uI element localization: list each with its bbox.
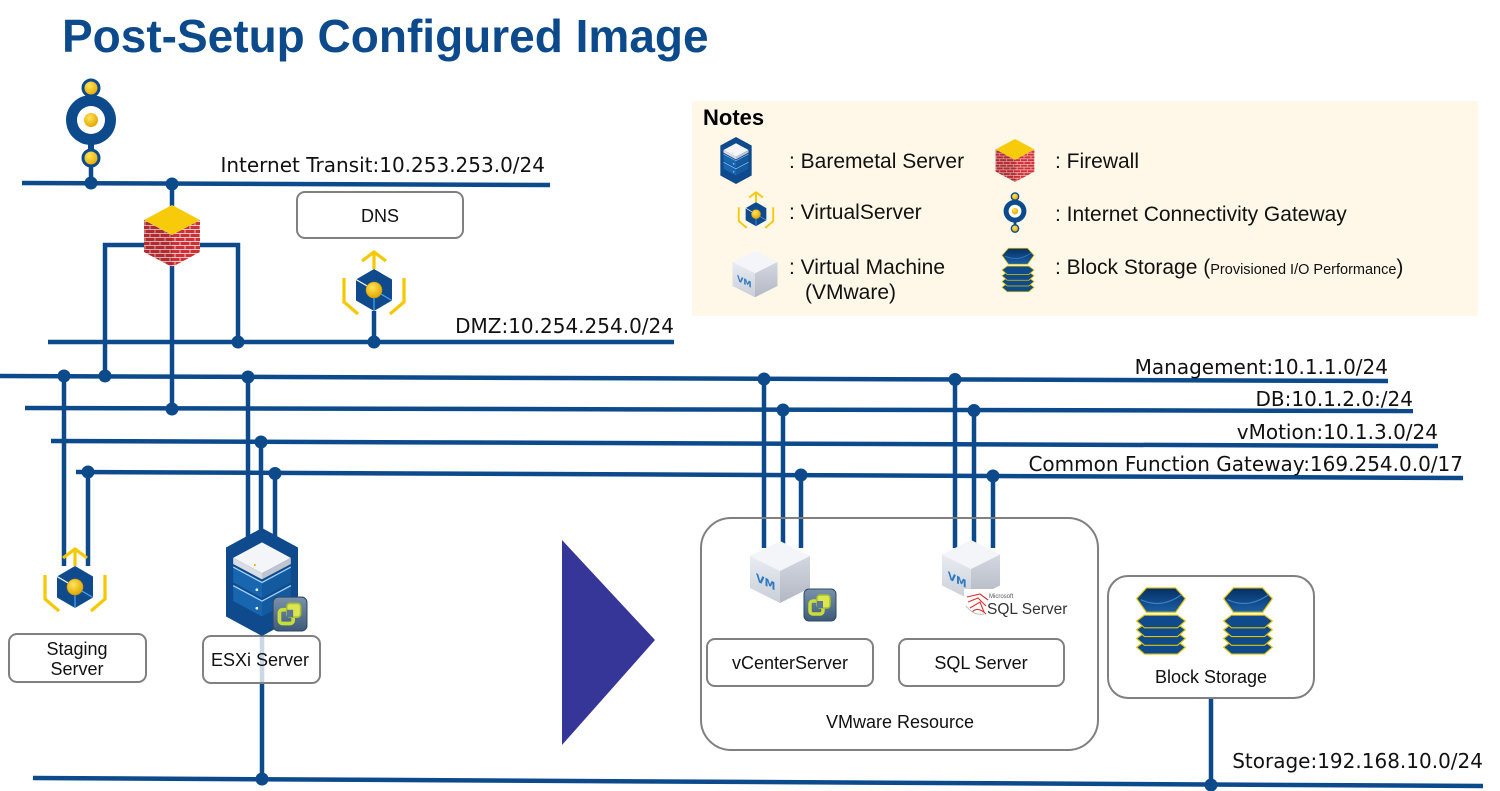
junction-dot <box>1204 778 1218 791</box>
junction-dot <box>81 465 95 479</box>
dns-label: DNS <box>361 206 399 226</box>
page-title: Post-Setup Configured Image <box>62 10 709 62</box>
staging-server-box <box>8 633 147 683</box>
junction-dot <box>776 403 790 417</box>
junction-dot <box>165 402 179 416</box>
legend-item-firewall: : Firewall <box>1055 150 1139 173</box>
junction-dot <box>165 177 179 191</box>
block-storage-icon <box>1136 587 1186 655</box>
vmware-resource-box <box>700 517 1099 751</box>
junction-dot <box>967 404 981 417</box>
network-label-db: DB:10.1.2.0:/24 <box>1256 387 1413 411</box>
block-storage-icon <box>1223 587 1273 655</box>
legend-item-block-storage: : Block Storage (Provisioned I/O Perform… <box>1055 256 1403 279</box>
transition-arrow-icon <box>562 540 655 745</box>
baremetal-server-icon <box>719 137 753 184</box>
junction-dot <box>794 468 808 482</box>
dns-box <box>296 191 464 239</box>
network-line-db <box>24 405 1414 414</box>
legend-title: Notes <box>703 105 764 130</box>
network-label-common-function-gateway: Common Function Gateway:169.254.0.0/17 <box>1028 452 1463 476</box>
junction-dot <box>268 467 282 480</box>
junction-dot <box>98 369 112 383</box>
junction-dot <box>57 369 71 383</box>
junctions <box>57 176 1218 791</box>
network-label-storage: Storage:192.168.10.0/24 <box>1232 749 1483 773</box>
legend-item-virtual-machine: : Virtual Machine <box>789 256 945 279</box>
network-line-management <box>0 373 1389 384</box>
esxi-server-label: ESXi Server <box>211 650 309 670</box>
staging-server-label-line1: Staging <box>46 639 107 659</box>
sql-server-logo: Microsoft SQL Server <box>964 589 1067 618</box>
esxi-server-box <box>202 635 321 684</box>
network-label-management: Management:10.1.1.0/24 <box>1135 355 1388 379</box>
network-label-vmotion: vMotion:10.1.3.0/24 <box>1237 420 1438 444</box>
junction-dot <box>254 435 268 449</box>
sql-server-glyph-shadow <box>965 605 985 615</box>
vcenter-badge-icon <box>803 588 837 622</box>
legend-background <box>692 101 1478 316</box>
vmware-resource-label: VMware Resource <box>826 712 974 732</box>
junction-dot <box>367 335 381 349</box>
vcenter-badge-icon <box>272 596 308 632</box>
legend-item-virtual-machine-line2: (VMware) <box>805 281 896 304</box>
sql-server-glyph-icon <box>966 593 989 615</box>
staging-server-label-line2: Server <box>50 659 103 679</box>
sql-server-box <box>898 638 1065 687</box>
legend-item-baremetal: : Baremetal Server <box>789 150 964 173</box>
vcenter-server-box <box>706 638 874 687</box>
legend: Notes : Baremetal Server : Firewall : Vi… <box>692 101 1478 316</box>
sql-logo-brand: Microsoft <box>989 594 1014 600</box>
block-storage-label: Block Storage <box>1155 667 1267 687</box>
legend-block-storage-paren-close: ) <box>1396 256 1403 279</box>
junction-dot <box>231 335 245 349</box>
junction-dot <box>948 373 962 386</box>
junction-dot <box>241 370 255 384</box>
network-lines <box>0 180 1484 789</box>
network-label-internet-transit: Internet Transit:10.253.253.0/24 <box>220 153 545 177</box>
junction-dot <box>986 469 1000 483</box>
network-line-internet-transit <box>21 180 551 188</box>
sql-logo-product: SQL Server <box>987 601 1067 618</box>
network-line-vmotion <box>50 438 1439 449</box>
virtual-server-icon <box>342 250 406 316</box>
internet-connectivity-gateway-icon <box>66 80 116 166</box>
block-storage-icon <box>1001 247 1035 293</box>
legend-item-internet-gateway: : Internet Connectivity Gateway <box>1055 203 1347 226</box>
legend-item-virtual-server: : VirtualServer <box>789 201 922 224</box>
legend-block-storage-paren-open: ( <box>1203 256 1210 279</box>
network-line-common-function-gateway <box>75 469 1464 481</box>
virtual-server-icon <box>43 547 107 613</box>
vcenter-server-label: vCenterServer <box>732 653 848 673</box>
legend-block-storage-label: : Block Storage <box>1055 256 1203 279</box>
junction-dot <box>84 176 98 190</box>
virtual-machine-icon <box>750 541 810 603</box>
junction-dot <box>757 372 771 386</box>
firewall-icon <box>144 205 200 267</box>
network-line-storage <box>32 775 1484 789</box>
sql-server-label: SQL Server <box>934 653 1027 673</box>
network-label-dmz: DMZ:10.254.254.0/24 <box>455 314 674 338</box>
legend-block-storage-detail: Provisioned I/O Performance <box>1210 262 1396 278</box>
junction-dot <box>255 772 269 786</box>
